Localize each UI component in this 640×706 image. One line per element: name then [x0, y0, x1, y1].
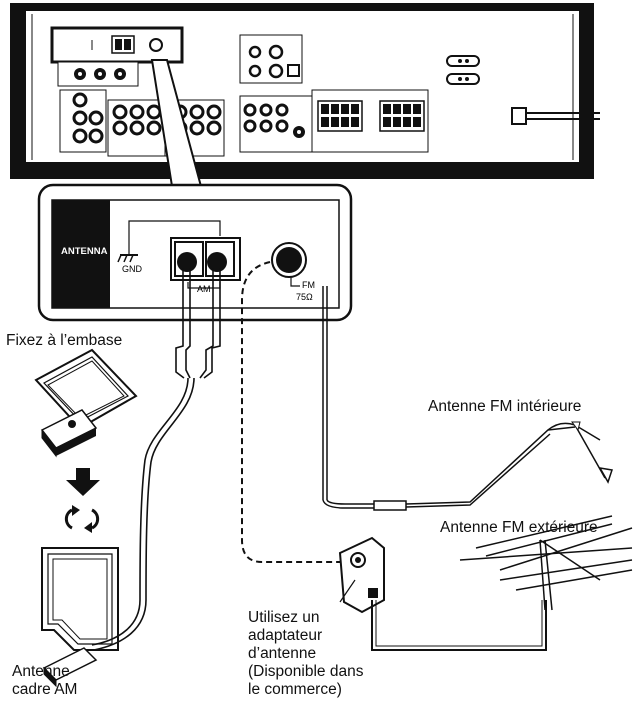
am-loop-antenna	[41, 547, 119, 688]
am-loop-label-line: Antenne	[12, 663, 70, 680]
antenna-adapter	[338, 536, 385, 614]
fm-impedance-label: 75Ω	[296, 292, 313, 302]
fm-outdoor-antenna	[459, 515, 633, 611]
attach-base-label: Fixez à l’embase	[6, 332, 123, 349]
fm-indoor-cable	[322, 286, 606, 511]
fm-terminal-label: FM	[302, 280, 315, 290]
antenna-panel-enlarged	[37, 183, 353, 322]
am-wires	[91, 268, 221, 651]
fm-outdoor-dashed-cable	[241, 261, 340, 563]
rotate-arrows-icon	[64, 508, 100, 530]
adapter-note-line: Utilisez un	[248, 609, 320, 626]
fm-outdoor-antenna-label: Antenne FM extérieure	[440, 519, 598, 536]
adapter-note-line: d’antenne	[248, 645, 317, 662]
adapter-note-line: le commerce)	[248, 681, 342, 698]
am-loop-antenna-base	[34, 348, 138, 458]
fm-indoor-antenna-label: Antenne FM intérieure	[428, 398, 582, 415]
adapter-note-line: (Disponible dans	[248, 663, 364, 680]
am-terminal-label: AM	[197, 284, 211, 294]
down-arrow-icon	[66, 468, 100, 496]
adapter-note: Utilisez un adaptateur d’antenne (Dispon…	[248, 609, 363, 699]
antenna-section-label: ANTENNA	[61, 246, 108, 257]
am-loop-antenna-label: Antenne cadre AM	[12, 663, 77, 699]
adapter-note-line: adaptateur	[248, 627, 323, 644]
am-loop-label-line: cadre AM	[12, 681, 78, 698]
receiver-rear-panel	[10, 3, 600, 179]
gnd-label: GND	[122, 264, 143, 274]
